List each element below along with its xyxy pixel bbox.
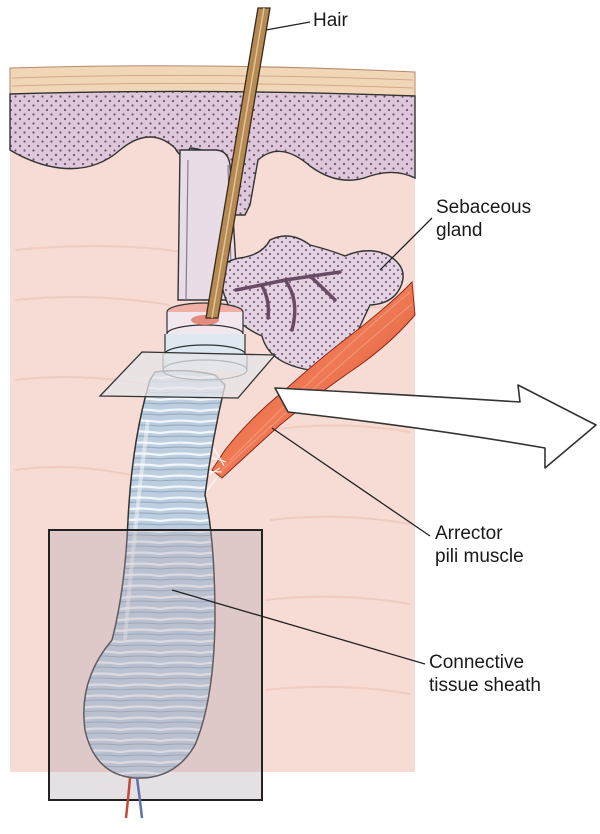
label-line: tissue sheath [429, 674, 541, 697]
label-sebaceous-gland: Sebaceous gland [436, 196, 531, 242]
label-hair-text: Hair [313, 9, 348, 32]
label-line: Arrector [435, 522, 524, 545]
label-line: Sebaceous [436, 196, 531, 219]
label-connective-tissue-sheath: Connective tissue sheath [429, 651, 541, 697]
label-hair: Hair [313, 9, 348, 32]
lower-section-box [49, 530, 262, 800]
label-arrector-pili-muscle: Arrector pili muscle [435, 522, 524, 568]
label-line: Connective [429, 651, 541, 674]
label-line: gland [436, 219, 531, 242]
label-line: pili muscle [435, 545, 524, 568]
